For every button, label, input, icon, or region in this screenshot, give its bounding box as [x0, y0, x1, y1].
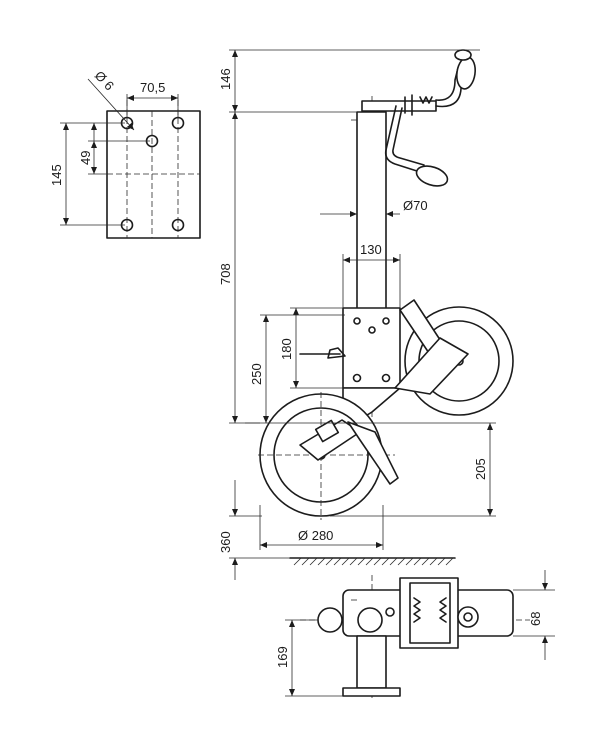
- dim-upper-wheel: 205: [473, 458, 488, 480]
- lower-wheel: [258, 392, 399, 520]
- dim-total-height: 708: [218, 263, 233, 285]
- dim-top: 146: [218, 68, 233, 90]
- main-side-view: 146 708 Ø70 130 180 250 205 Ø 280: [218, 49, 514, 580]
- dim-bracket-height: 180: [279, 338, 294, 360]
- dim-plate-height: 145: [49, 164, 64, 186]
- dim-tube-diameter: Ø70: [403, 198, 428, 213]
- jack-tube: [356, 111, 387, 313]
- mounting-bracket: [342, 307, 401, 389]
- upper-wheel: [394, 299, 514, 416]
- mounting-plate: [106, 110, 201, 239]
- crank-handle: [361, 49, 476, 187]
- dim-bottom-width: 68: [528, 612, 543, 626]
- bottom-view: 68 169: [275, 570, 555, 700]
- dim-hole-diameter: Ø 6: [92, 68, 117, 94]
- dim-hole-spacing-v: 49: [78, 151, 93, 165]
- dim-hinge-height: 250: [249, 363, 264, 385]
- dim-hole-spacing-h: 70,5: [140, 80, 165, 95]
- mounting-plate-view: 70,5 Ø 6 145 49: [49, 68, 201, 239]
- ground-hatch: [289, 557, 456, 566]
- dim-bottom: 360: [218, 531, 233, 553]
- dim-bottom-offset: 169: [275, 646, 290, 668]
- dim-bracket-width: 130: [360, 242, 382, 257]
- dim-wheel-diameter: Ø 280: [298, 528, 333, 543]
